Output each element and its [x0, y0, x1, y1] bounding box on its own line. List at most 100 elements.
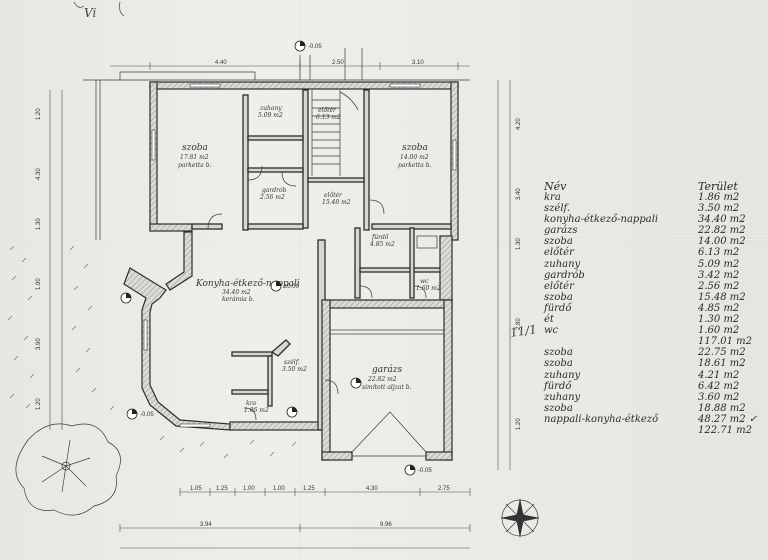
legend-name: előtér: [544, 280, 574, 292]
legend-name: nappali-konyha-étkező: [544, 413, 659, 425]
upper-block-walls: [149, 81, 459, 241]
legend-area: 1.86 m2: [698, 192, 740, 203]
paper-fold-vertical: [299, 0, 302, 560]
level-mark-2: ±0.00: [284, 284, 300, 290]
area-legend: Név Terület kra szélf. konyha-étkező-nap…: [540, 180, 760, 440]
legend-area: 117.01 m2: [698, 336, 753, 348]
legend-area: 3.50 m2: [698, 203, 740, 215]
svg-text:2.80: 2.80: [516, 318, 522, 330]
kitchen-living-walls: [123, 231, 326, 431]
legend-name: konyha-étkező-nappali: [544, 214, 659, 226]
room-konyha-area: 34.40 m2: [222, 289, 251, 296]
room-kra-name: kra: [246, 400, 257, 407]
svg-text:3.10: 3.10: [412, 60, 424, 66]
svg-text:1.90: 1.90: [36, 278, 42, 290]
legend-header-area: Terület: [698, 180, 738, 193]
legend-name: szoba: [544, 402, 573, 414]
legend-area: 18.88 m2: [698, 402, 746, 414]
legend-name: szoba: [544, 347, 573, 359]
room-furdo-area: 4.85 m2: [369, 241, 395, 248]
room-garazs-name: garázs: [372, 364, 403, 375]
windows: [143, 83, 457, 428]
legend-area: 5.09 m2: [698, 258, 740, 270]
legend-area: 4.85 m2: [698, 302, 740, 314]
room-szoba-left-name: szoba: [182, 143, 208, 153]
svg-text:4.40: 4.40: [215, 60, 227, 66]
level-mark-4: -0.05: [140, 412, 154, 418]
legend-area: 3.60 m2: [698, 391, 740, 403]
room-eloter-mid-name: előtér: [324, 192, 343, 199]
legend-name: [544, 336, 704, 347]
level-mark-3: -0.05: [418, 468, 432, 474]
legend-area: 18.61 m2: [698, 358, 746, 370]
room-kra-area: 1.86 m2: [244, 407, 269, 414]
room-szoba-right-area: 14.00 m2: [400, 154, 429, 161]
legend-name: wc: [544, 325, 559, 337]
door-swings: [207, 165, 427, 421]
room-wc-area: 1.60 m2: [416, 285, 441, 292]
svg-text:1.20: 1.20: [516, 418, 522, 430]
legend-names: kra szélf. konyha-étkező-nappali garázs …: [544, 192, 704, 436]
room-zuhany-top-area: 5.09 m2: [258, 112, 283, 119]
svg-text:4.30: 4.30: [36, 168, 42, 180]
legend-name: szélf.: [544, 203, 571, 215]
legend-name: zuhany: [544, 391, 581, 403]
svg-text:1.20: 1.20: [36, 398, 42, 410]
legend-name: szoba: [544, 236, 573, 248]
room-konyha-floor: kerámia b.: [222, 296, 255, 303]
legend-area: 15.48 m2: [698, 291, 746, 303]
legend-name: fürdő: [544, 302, 572, 314]
room-konyha-name: Konyha-étkező-nappali: [195, 278, 300, 289]
room-eloter-top-name: előtér: [318, 107, 337, 114]
ground-texture: [7, 245, 297, 459]
svg-text:3.40: 3.40: [516, 188, 522, 200]
room-furdo-name: fürdő: [371, 234, 389, 241]
dimension-lines: 4.40 2.50 3.10 1.05 1.25 1.00 1.00 1.25 …: [36, 60, 522, 549]
legend-area: 2.56 m2: [698, 280, 740, 292]
svg-text:1.25: 1.25: [303, 486, 315, 492]
svg-text:1.30: 1.30: [516, 238, 522, 250]
compass-icon: [500, 498, 540, 538]
svg-text:1.25: 1.25: [216, 486, 228, 492]
svg-text:1.00: 1.00: [243, 486, 255, 492]
svg-text:3.90: 3.90: [36, 338, 42, 350]
service-rooms: [354, 227, 453, 301]
legend-name: szoba: [544, 291, 573, 303]
room-zuhany-top-name: zuhany: [259, 105, 282, 112]
legend-area: 48.27 m2 ✓: [698, 413, 758, 425]
legend-name: ét: [544, 314, 554, 326]
svg-text:2.75: 2.75: [438, 486, 450, 492]
room-szelf-name: szélf.: [284, 359, 300, 366]
paper-fold-horizontal: [0, 238, 768, 241]
legend-header-name: Név: [544, 180, 567, 193]
legend-areas: 1.86 m2 3.50 m2 34.40 m2 22.82 m2 14.00 …: [698, 192, 762, 436]
svg-text:4.30: 4.30: [366, 486, 378, 492]
room-gardrob-area: 2.56 m2: [259, 194, 285, 201]
room-szoba-right-name: szoba: [402, 143, 428, 153]
svg-text:3.94: 3.94: [200, 522, 212, 528]
legend-area: 3.42 m2: [698, 269, 740, 281]
level-markers: -0.05 ±0.00 -0.05 -0.05: [120, 40, 432, 476]
staircase: [311, 90, 359, 176]
svg-text:2.50: 2.50: [332, 60, 344, 66]
legend-area: 4.21 m2: [698, 369, 740, 381]
room-wc-name: wc: [420, 278, 429, 285]
room-szoba-left-floor: parketta b.: [178, 162, 212, 169]
pencil-marks: [73, 1, 125, 17]
legend-area: 1.30 m2: [698, 314, 740, 326]
legend-area: 34.40 m2: [698, 214, 746, 226]
legend-name: zuhany: [544, 369, 581, 381]
legend-area: 22.75 m2: [698, 347, 746, 359]
room-labels: szoba 17.81 m2 parketta b. zuhany 5.09 m…: [178, 105, 441, 414]
corner-note: Vi: [84, 6, 97, 20]
room-eloter-mid-area: 15.48 m2: [322, 199, 351, 206]
svg-text:1.00: 1.00: [273, 486, 285, 492]
legend-name: garázs: [544, 225, 578, 237]
legend-area: 1.60 m2: [698, 325, 740, 337]
room-szelf-area: 3.50 m2: [282, 366, 307, 373]
svg-text:9.96: 9.96: [380, 522, 392, 528]
svg-text:1.30: 1.30: [36, 218, 42, 230]
legend-name: [544, 425, 704, 436]
